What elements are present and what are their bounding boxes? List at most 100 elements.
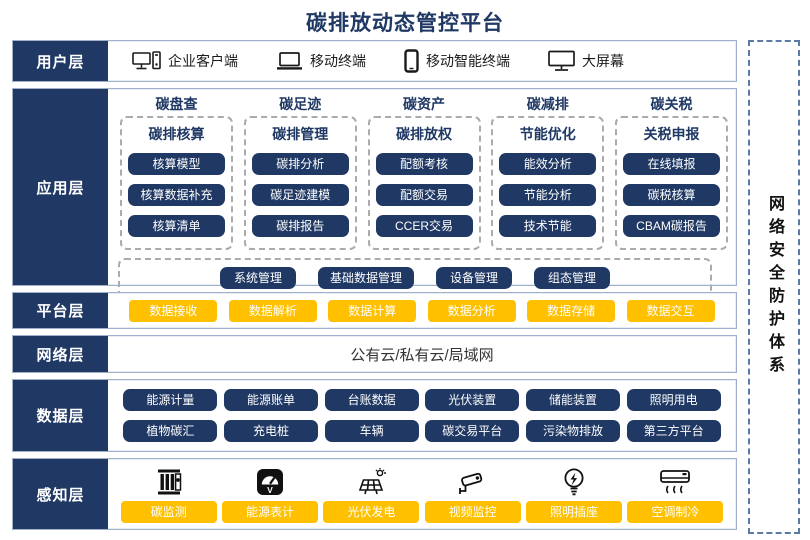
- app-module-pill: 技术节能: [499, 215, 597, 237]
- data-layer-row: 数据层 能源计量 能源账单 台账数据 光伏装置 储能装置 照明用电 植物碳汇 充…: [12, 379, 737, 452]
- app-layer-label: 应用层: [13, 89, 108, 285]
- perception-chip: 能源表计: [221, 501, 318, 523]
- platform-chip: 数据分析: [427, 299, 516, 322]
- user-item-enterprise-client: 企业客户端: [132, 50, 238, 72]
- data-source-pill: 充电桩: [223, 420, 318, 442]
- page-title: 碳排放动态管控平台: [306, 12, 504, 35]
- network-security-bar: 网络安全防护体系: [748, 40, 800, 534]
- light-socket-icon: [561, 463, 587, 497]
- platform-chip: 数据计算: [328, 299, 417, 322]
- user-item-label: 企业客户端: [168, 53, 238, 69]
- data-source-pill: 植物碳汇: [123, 420, 218, 442]
- app-module-pill: 核算清单: [128, 215, 225, 237]
- platform-chip: 数据交互: [626, 299, 715, 322]
- app-box: 碳排管理 碳排分析 碳足迹建模 碳排报告: [243, 116, 357, 250]
- data-source-pill: 光伏装置: [425, 389, 520, 411]
- user-layer-content: 企业客户端 移动终端 移动智能终端: [108, 41, 736, 81]
- app-layer-row: 应用层 碳盘查 碳排核算 核算模型 核算数据补充 核算清单: [12, 88, 737, 298]
- energy-meter-icon: V: [255, 463, 285, 497]
- network-layer-label: 网络层: [13, 336, 108, 372]
- perception-item-energy-meter: V 能源表计: [219, 463, 320, 523]
- app-common-pill: 系统管理: [219, 267, 296, 289]
- cctv-icon: [457, 463, 489, 497]
- air-conditioner-icon: [659, 463, 691, 497]
- app-col-carbon-footprint: 碳足迹 碳排管理 碳排分析 碳足迹建模 碳排报告: [243, 94, 357, 250]
- data-source-pill: 能源计量: [123, 389, 218, 411]
- user-layer-label: 用户层: [13, 41, 108, 81]
- user-item-big-screen: 大屏幕: [548, 50, 624, 72]
- app-module-pill: CBAM碳报告: [623, 215, 720, 237]
- app-module-pill: 配额考核: [375, 153, 473, 175]
- perception-chip: 照明插座: [525, 501, 622, 523]
- app-module-pill: 核算数据补充: [128, 184, 225, 206]
- perception-item-solar-power: 光伏发电: [321, 463, 422, 523]
- perception-chip: 碳监测: [120, 501, 217, 523]
- layer-stack: 用户层 企业客户端: [12, 40, 737, 534]
- data-layer-label: 数据层: [13, 380, 108, 451]
- app-module-pill: 节能分析: [499, 184, 597, 206]
- app-col-carbon-tariff: 碳关税 关税申报 在线填报 碳税核算 CBAM碳报告: [615, 94, 728, 250]
- perception-layer-content: 碳监测 V 能源表计 光伏发电: [108, 459, 736, 529]
- platform-layer-row: 平台层 数据接收 数据解析 数据计算 数据分析 数据存储 数据交互: [12, 292, 737, 329]
- network-security-bar-label: 网络安全防护体系: [766, 195, 783, 379]
- app-box-title: 节能优化: [519, 126, 576, 142]
- app-box: 碳排放权 配额考核 配额交易 CCER交易: [367, 116, 481, 250]
- app-box-title: 碳排核算: [148, 126, 205, 142]
- app-layer-content: 碳盘查 碳排核算 核算模型 核算数据补充 核算清单 碳足迹 碳排管理: [108, 89, 736, 298]
- app-module-pill: CCER交易: [375, 215, 473, 237]
- perception-chip: 空调制冷: [627, 501, 724, 523]
- app-col-header: 碳关税: [650, 96, 693, 112]
- app-box-title: 碳排放权: [396, 126, 452, 142]
- desktop-client-icon: [132, 50, 161, 72]
- user-item-smart-terminal: 移动智能终端: [404, 49, 510, 73]
- app-module-pill: 碳排分析: [251, 153, 349, 175]
- platform-layer-content: 数据接收 数据解析 数据计算 数据分析 数据存储 数据交互: [108, 293, 736, 328]
- carbon-monitor-icon: [154, 463, 184, 497]
- laptop-icon: [276, 51, 303, 71]
- user-layer-row: 用户层 企业客户端: [12, 40, 737, 82]
- user-item-mobile-terminal: 移动终端: [276, 51, 366, 71]
- app-common-pill: 组态管理: [534, 267, 610, 289]
- perception-item-light-socket: 照明插座: [523, 463, 624, 523]
- app-box: 关税申报 在线填报 碳税核算 CBAM碳报告: [615, 116, 728, 250]
- app-module-pill: 碳足迹建模: [251, 184, 349, 206]
- perception-item-carbon-monitor: 碳监测: [118, 463, 219, 523]
- smartphone-icon: [404, 49, 419, 73]
- app-box: 碳排核算 核算模型 核算数据补充 核算清单: [120, 116, 233, 250]
- data-source-pill: 台账数据: [324, 389, 419, 411]
- big-screen-icon: [548, 50, 575, 72]
- perception-chip: 视频监控: [424, 501, 521, 523]
- platform-chip: 数据接收: [129, 299, 218, 322]
- user-item-label: 移动智能终端: [426, 53, 510, 69]
- app-common-modules-box: 系统管理 基础数据管理 设备管理 组态管理: [118, 258, 712, 298]
- svg-text:V: V: [267, 485, 273, 495]
- data-source-pill: 车辆: [324, 420, 419, 442]
- app-common-pill: 设备管理: [436, 267, 512, 289]
- user-item-label: 大屏幕: [582, 53, 624, 69]
- app-module-pill: 碳排报告: [251, 215, 349, 237]
- perception-chip: 光伏发电: [323, 501, 420, 523]
- app-module-pill: 核算模型: [128, 153, 225, 175]
- data-source-pill: 能源账单: [223, 389, 318, 411]
- app-col-header: 碳盘查: [155, 96, 198, 112]
- perception-layer-row: 感知层 碳监测 V 能源表计: [12, 458, 737, 530]
- user-item-label: 移动终端: [310, 53, 366, 69]
- app-module-pill: 配额交易: [375, 184, 473, 206]
- platform-chip: 数据存储: [527, 299, 616, 322]
- solar-power-icon: [355, 463, 387, 497]
- app-box-title: 关税申报: [643, 126, 700, 142]
- data-source-pill: 碳交易平台: [425, 420, 520, 442]
- app-col-header: 碳足迹: [279, 96, 322, 112]
- app-columns: 碳盘查 碳排核算 核算模型 核算数据补充 核算清单 碳足迹 碳排管理: [108, 89, 736, 250]
- app-common-pill: 基础数据管理: [317, 267, 414, 289]
- data-source-pill: 储能装置: [525, 389, 620, 411]
- network-layer-text: 公有云/私有云/局域网: [350, 346, 494, 364]
- app-module-pill: 在线填报: [623, 153, 720, 175]
- platform-chip: 数据解析: [228, 299, 317, 322]
- app-box: 节能优化 能效分析 节能分析 技术节能: [491, 116, 605, 250]
- app-col-header: 碳减排: [526, 96, 569, 112]
- perception-item-video-surveillance: 视频监控: [422, 463, 523, 523]
- app-col-carbon-asset: 碳资产 碳排放权 配额考核 配额交易 CCER交易: [367, 94, 481, 250]
- app-col-header: 碳资产: [403, 96, 445, 112]
